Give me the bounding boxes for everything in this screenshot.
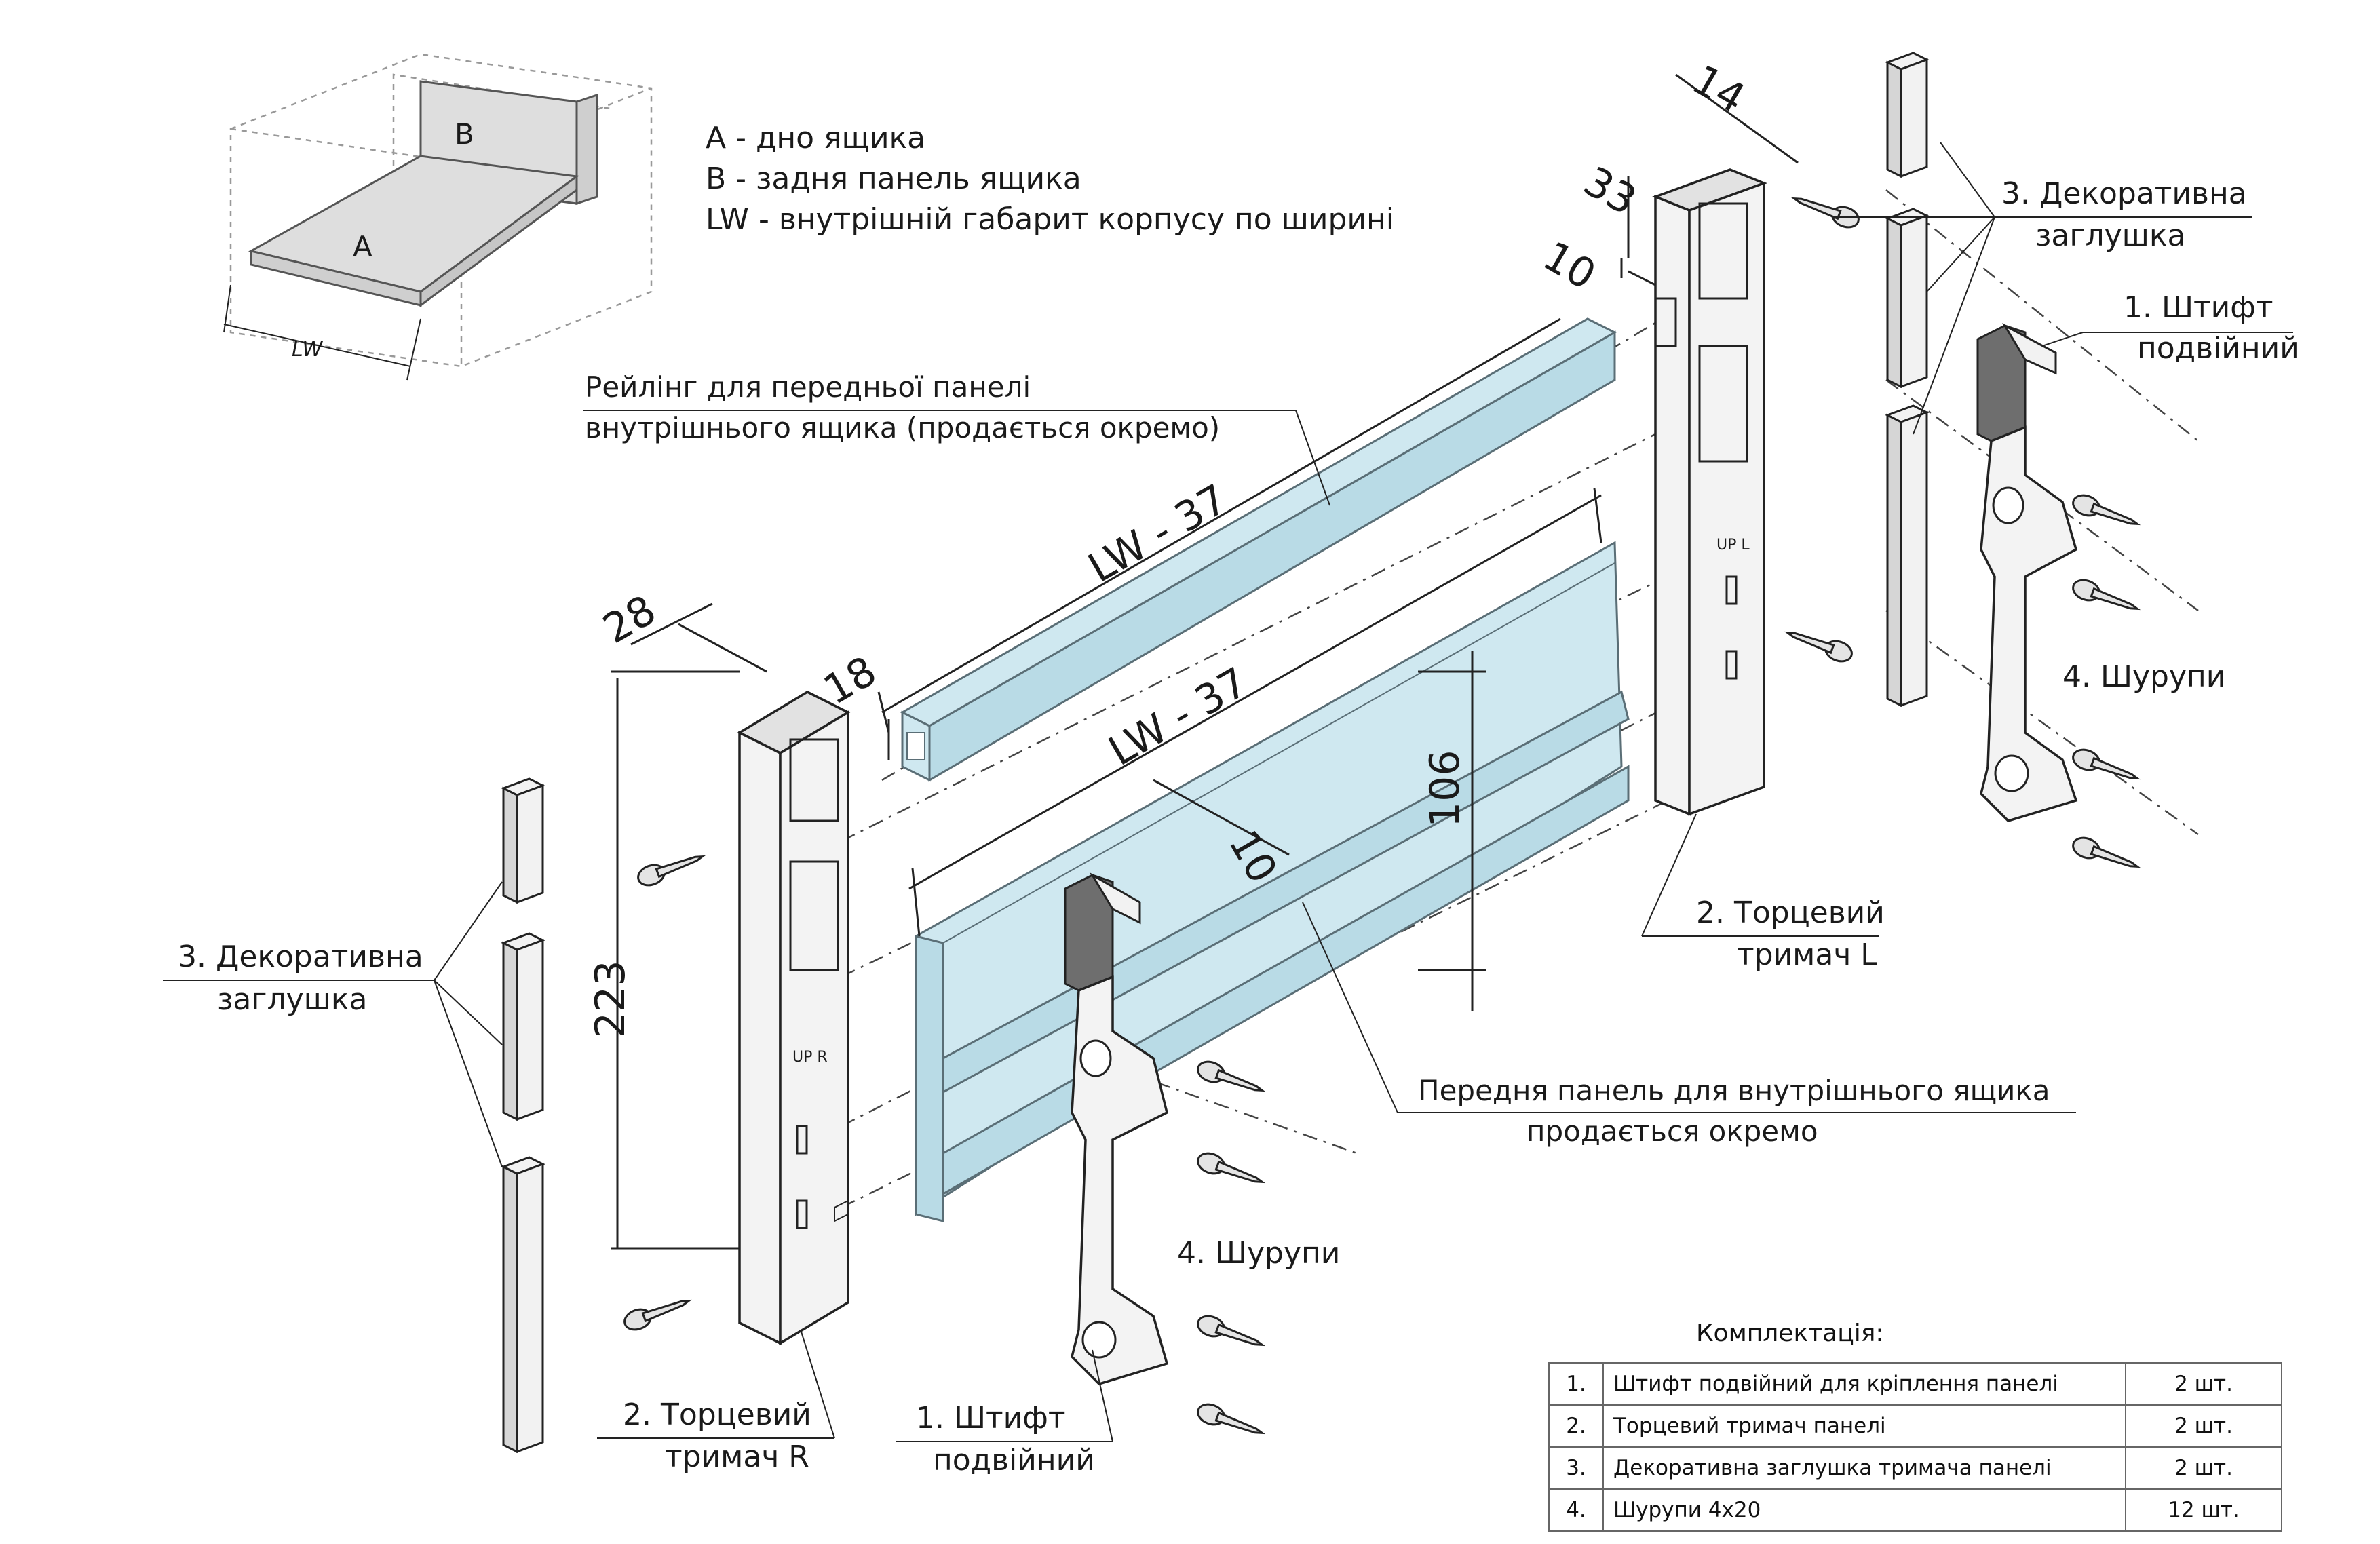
- screw: [1784, 631, 1853, 663]
- dim-28: 28: [596, 586, 664, 653]
- screw: [2072, 836, 2141, 868]
- end-holder-r: UP R: [737, 691, 851, 1346]
- kit-row: 4. Шурупи 4х20 12 шт.: [1548, 1488, 2282, 1532]
- holder-r-mark: UP R: [792, 1049, 828, 1066]
- callout-pin-left-line2: подвійний: [933, 1443, 1095, 1478]
- dim-106: 106: [1421, 750, 1469, 828]
- callout-front-line2: продається окремо: [1527, 1115, 1818, 1148]
- dim-14: 14: [1685, 56, 1753, 123]
- callout-deco-right-line2: заглушка: [2035, 218, 2185, 253]
- label-a: A: [353, 230, 372, 263]
- screw: [2072, 748, 2141, 780]
- callout-pin-right-line1: 1. Штифт: [2124, 290, 2273, 325]
- drawer-schematic: B A LW: [223, 53, 653, 381]
- double-pin-left: [1064, 872, 1169, 1385]
- callout-screws-right: 4. Шурупи: [2062, 659, 2225, 694]
- double-pin-right: [1976, 323, 2078, 822]
- kit-row-number: 4.: [1548, 1488, 1604, 1532]
- callout-rail-line1: Рейлінг для передньої панелі: [585, 370, 1031, 404]
- kit-row-description: Торцевий тримач панелі: [1602, 1404, 2126, 1448]
- callout-deco-left-line1: 3. Декоративна: [178, 940, 423, 974]
- dim-33: 33: [1576, 157, 1645, 225]
- screw: [1197, 1403, 1266, 1435]
- label-lw: LW: [292, 338, 323, 362]
- kit-row-description: Декоративна заглушка тримача панелі: [1602, 1446, 2126, 1490]
- callout-holder-l-line1: 2. Торцевий: [1696, 895, 1885, 930]
- callout-holder-l-line2: тримач L: [1737, 938, 1877, 972]
- kit-row-quantity: 2 шт.: [2125, 1404, 2282, 1448]
- decorative-caps-right: [1885, 52, 1930, 708]
- callout-pin-left-line1: 1. Штифт: [916, 1401, 1066, 1435]
- holder-l-mark: UP L: [1716, 537, 1750, 554]
- callout-holder-r-line1: 2. Торцевий: [623, 1397, 811, 1432]
- callout-deco-left-line2: заглушка: [217, 982, 367, 1017]
- dim-10-rail: 10: [1535, 232, 1604, 299]
- front-rail: [900, 317, 1617, 782]
- kit-row-quantity: 12 шт.: [2125, 1488, 2282, 1532]
- callout-rail-line2: внутрішнього ящика (продається окремо): [585, 411, 1220, 444]
- decorative-caps-left: [501, 777, 545, 1454]
- legend-lw: LW - внутрішній габарит корпусу по ширин…: [706, 202, 1394, 237]
- kit-row-description: Штифт подвійний для кріплення панелі: [1602, 1362, 2126, 1406]
- kit-title: Комплектація:: [1696, 1319, 1884, 1347]
- screw: [2072, 494, 2141, 526]
- legend-a: A - дно ящика: [706, 121, 925, 155]
- legend-b: B - задня панель ящика: [706, 161, 1081, 196]
- screw: [1790, 197, 1860, 229]
- callout-front-line1: Передня панель для внутрішнього ящика: [1418, 1074, 2050, 1107]
- callout-pin-right-line2: подвійний: [2137, 331, 2299, 366]
- callout-leaders: [163, 142, 2293, 1442]
- kit-row: 2. Торцевий тримач панелі 2 шт.: [1548, 1404, 2282, 1448]
- screw: [1197, 1152, 1266, 1184]
- label-b: B: [455, 117, 474, 151]
- screws: [623, 197, 2141, 1435]
- kit-row-quantity: 2 шт.: [2125, 1362, 2282, 1406]
- dimension-lines: [611, 73, 1799, 1250]
- kit-row: 3. Декоративна заглушка тримача панелі 2…: [1548, 1446, 2282, 1490]
- callout-screws-left: 4. Шурупи: [1177, 1236, 1340, 1271]
- end-holder-l: UP L: [1652, 168, 1767, 816]
- screw: [623, 1299, 693, 1331]
- kit-row-number: 2.: [1548, 1404, 1604, 1448]
- kit-row-number: 3.: [1548, 1446, 1604, 1490]
- kit-row-number: 1.: [1548, 1362, 1604, 1406]
- kit-table: 1. Штифт подвійний для кріплення панелі …: [1548, 1362, 2282, 1532]
- dim-223: 223: [587, 960, 634, 1038]
- screw: [637, 855, 706, 887]
- screw: [1197, 1315, 1266, 1347]
- kit-row-description: Шурупи 4х20: [1602, 1488, 2126, 1532]
- callout-deco-right-line1: 3. Декоративна: [2001, 176, 2247, 211]
- kit-row-quantity: 2 шт.: [2125, 1446, 2282, 1490]
- screw: [1197, 1060, 1266, 1092]
- kit-row: 1. Штифт подвійний для кріплення панелі …: [1548, 1362, 2282, 1406]
- screw: [2072, 579, 2141, 611]
- callout-holder-r-line2: тримач R: [665, 1440, 809, 1474]
